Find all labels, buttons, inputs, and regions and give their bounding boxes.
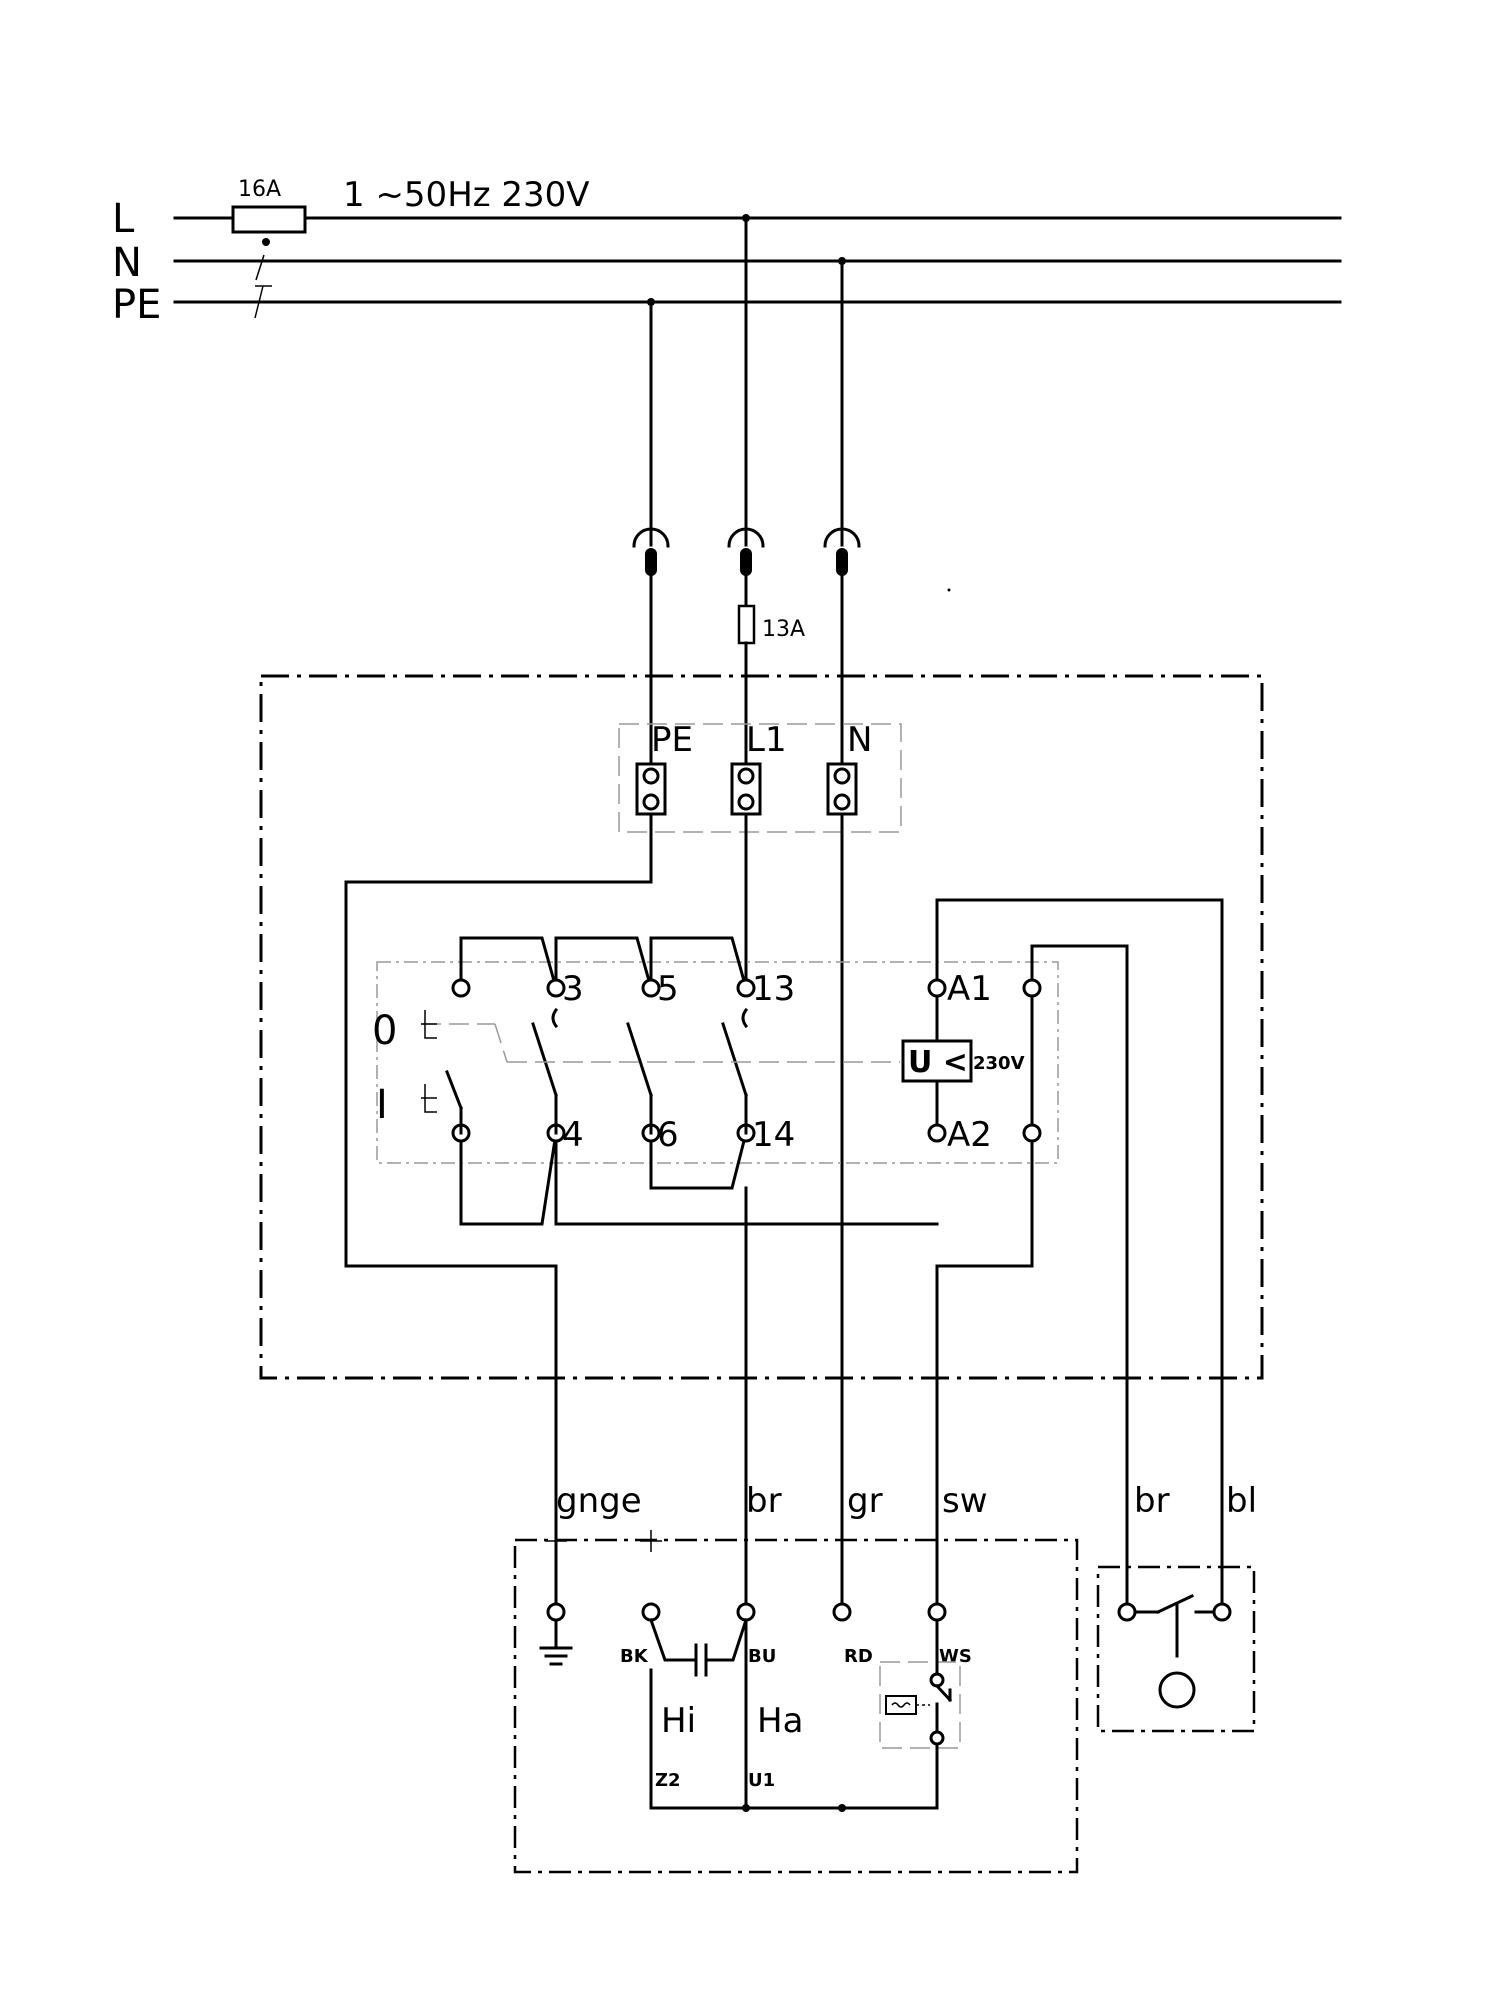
wire-br-external — [1030, 944, 1129, 1612]
wire-label-bl: bl — [1226, 1481, 1257, 1521]
coil-a1-label: A1 — [947, 969, 992, 1009]
motor-unit: BK BU RD WS Hi Ha Z2 U1 — [513, 1530, 1079, 1874]
switch-outline — [376, 961, 1059, 1164]
plug-pin-n-icon — [823, 527, 861, 548]
undervoltage-rating: 230V — [973, 1053, 1025, 1074]
pe-wire-route — [344, 812, 653, 1614]
supply-drops — [647, 214, 846, 547]
plug-pin-pe-body — [645, 548, 657, 576]
terminal-pe-label: PE — [651, 720, 693, 760]
line-l-label: L — [112, 196, 135, 242]
switch-housing-boundary — [259, 674, 1264, 1380]
contact-3-label: 3 — [562, 969, 584, 1009]
terminal-l1-label: L1 — [746, 720, 787, 760]
undervoltage-release-icon — [901, 1039, 973, 1083]
main-switch: 0 I 3 5 13 4 6 14 A1 A2 U < 230V — [372, 898, 1224, 1614]
contact-5-label: 5 — [657, 969, 679, 1009]
terminal-block-outline — [618, 723, 902, 833]
wire-label-br-external: br — [1134, 1481, 1170, 1521]
thermal-sensor-icon — [885, 1695, 917, 1715]
fuse-link-dot — [262, 238, 270, 246]
plug-fuse-symbol — [737, 604, 756, 645]
contact-14-label: 14 — [752, 1115, 795, 1155]
wire-bl — [935, 898, 1224, 1612]
external-switch-blade — [1156, 1594, 1194, 1614]
wire-label-gnge: gnge — [556, 1481, 642, 1521]
switch-position-on: I — [376, 1082, 388, 1128]
switch-position-off: 0 — [372, 1008, 397, 1054]
terminal-bk-label: BK — [620, 1646, 649, 1667]
line-pe-label: PE — [112, 282, 161, 328]
contact-13-label: 13 — [752, 969, 795, 1009]
terminal-block: PE L1 N — [618, 720, 902, 833]
contact-4-label: 4 — [562, 1115, 584, 1155]
undervoltage-label: U < — [908, 1045, 968, 1080]
terminal-bu-label: BU — [748, 1646, 776, 1667]
coil-a2-label: A2 — [947, 1115, 992, 1155]
wire-label-gr: gr — [847, 1481, 883, 1521]
main-fuse-rating: 16A — [238, 177, 281, 202]
wire-sw — [935, 1139, 1034, 1614]
terminal-z2-label: Z2 — [655, 1770, 681, 1791]
terminal-rd-label: RD — [844, 1646, 873, 1667]
motor-housing-boundary — [513, 1538, 1079, 1874]
plug-pin-l-body — [740, 548, 752, 576]
thermal-protector-outline — [879, 1661, 961, 1749]
plug-pin-pe-icon — [632, 527, 670, 548]
winding-ha-label: Ha — [757, 1701, 803, 1741]
winding-hi-label: Hi — [661, 1701, 696, 1741]
terminal-ws-label: WS — [939, 1646, 972, 1667]
supply-rating: 1 ~50Hz 230V — [343, 175, 590, 215]
terminal-n-label: N — [847, 720, 872, 760]
plug-fuse-rating: 13A — [762, 617, 805, 642]
fuse-link-stroke-1 — [255, 254, 265, 281]
main-fuse-symbol — [231, 205, 307, 234]
pushbutton-icon — [1158, 1671, 1196, 1709]
supply-lines: L N PE 16A 1 ~50Hz 230V — [112, 175, 1342, 328]
external-switch-unit — [1096, 1565, 1256, 1733]
line-n-label: N — [112, 240, 142, 286]
wire-label-sw: sw — [942, 1481, 988, 1521]
plug-pin-n-body — [836, 548, 848, 576]
fuse-link-stroke-2 — [254, 285, 264, 319]
terminal-u1-label: U1 — [748, 1770, 775, 1791]
contact-6-label: 6 — [657, 1115, 679, 1155]
wire-label-br: br — [746, 1481, 782, 1521]
plug-connector — [632, 527, 861, 576]
plug-pin-l-icon — [727, 527, 765, 548]
